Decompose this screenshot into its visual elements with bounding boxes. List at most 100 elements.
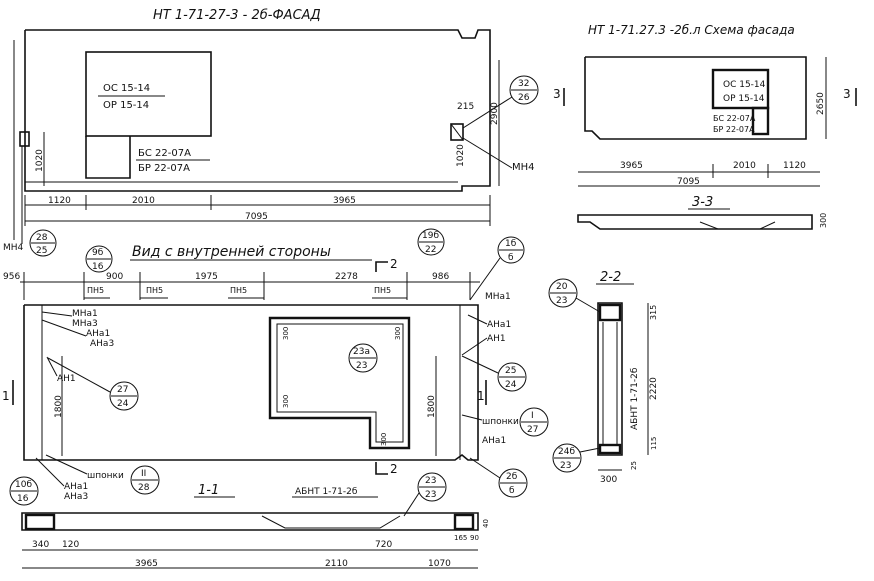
- facade-bubble-2-bot: 26: [518, 93, 530, 103]
- inner-dim-2278: 2278: [335, 272, 358, 282]
- inner-pn5-3: ПН5: [230, 286, 247, 295]
- section-11-dim-2110: 2110: [325, 559, 348, 569]
- schema-section-33-shape: [577, 214, 813, 230]
- bubble-10b-top: 10б: [15, 480, 32, 490]
- section-22-dim-300: 300: [600, 475, 617, 485]
- schema-cut-left: 3: [553, 87, 561, 101]
- facade-mn4-right-leader: [462, 137, 513, 169]
- inner-dim-1800-right: 1800: [427, 395, 437, 418]
- section-22-dim-315: 315: [649, 305, 658, 320]
- facade-plate-right: [450, 123, 464, 141]
- schema-section-33-title: 3-3: [692, 195, 713, 210]
- bubble-19b: [417, 228, 445, 256]
- facade-plate-left: [19, 131, 30, 147]
- inner-label-ana3-tl: АНа3: [90, 339, 114, 349]
- facade-door-label-bot: БР 22-07А: [138, 163, 190, 174]
- inner-cut-2-bot-mark: [375, 462, 388, 475]
- schema-window: [711, 68, 770, 110]
- bubble-20-bot: 23: [556, 296, 567, 306]
- facade-bubble-1-bot: 25: [36, 246, 47, 256]
- bubble-II-bot: 28: [138, 483, 150, 493]
- inner-label-an1-r: АН1: [487, 334, 506, 344]
- inner-label-an1-left: АН1: [57, 374, 76, 384]
- bubble-24b-top: 24б: [558, 447, 575, 457]
- inner-pn5-1: ПН5: [87, 286, 104, 295]
- bubble-9b-bot: 16: [92, 262, 104, 272]
- bubble-27: [109, 381, 139, 411]
- facade-window-label-top: ОС 15-14: [103, 83, 150, 94]
- facade-bubble-2-top: 32: [518, 79, 529, 89]
- facade-dim-1020-right: 1020: [456, 144, 466, 167]
- inner-pn5-4: ПН5: [374, 286, 391, 295]
- bubble-20: [548, 278, 578, 308]
- section-11-end-right: [453, 513, 475, 531]
- inner-leader: [461, 337, 488, 356]
- section-11-dim-120: 120: [62, 540, 79, 550]
- schema-window-bot: ОР 15-14: [723, 94, 765, 104]
- bubble-25-bot: 24: [505, 380, 517, 390]
- facade-dim-2900: 2900: [490, 102, 500, 125]
- facade-bubble-1: [29, 229, 57, 257]
- inner-panel-outline: [23, 304, 479, 461]
- schema-dim-300: 300: [819, 213, 828, 228]
- facade-mn4-left: МН4: [3, 243, 24, 253]
- inner-leader: [41, 311, 73, 317]
- facade-dim-1120: 1120: [48, 196, 71, 206]
- schema-dim-2010: 2010: [733, 161, 756, 171]
- inner-cut-2-top: 2: [390, 257, 398, 271]
- inner-label-ana1-r1: АНа1: [487, 320, 511, 330]
- inner-dim-300-b: 300: [282, 395, 290, 408]
- section-1-1: 1-1 АБНТ 1-71-2б 340 120 720 165 90 40 3…: [21, 483, 490, 569]
- inner-cut-1-left: 1: [2, 389, 10, 403]
- bubble-II-top: II: [141, 469, 146, 479]
- section-11-dim-40: 40: [482, 519, 490, 528]
- inner-dim-956: 956: [3, 272, 20, 282]
- bubble-23-23-top: 23: [425, 476, 436, 486]
- section-22-label: АБНТ 1-71-2б: [630, 367, 640, 430]
- bubble-leader: [47, 357, 111, 393]
- bubble-9b: [85, 245, 113, 273]
- bubble-10b-bot: 16: [17, 494, 29, 504]
- bubble-2b: [498, 468, 528, 498]
- inner-opening-outer: [268, 316, 411, 450]
- inner-cut-2-bot: 2: [390, 462, 398, 476]
- bubble-27-top: 27: [117, 385, 128, 395]
- facade-bubble-2-leader: [462, 96, 513, 129]
- inner-leader: [467, 314, 488, 325]
- schema-panel-outline: [584, 56, 807, 140]
- bubble-I-top: I: [531, 411, 534, 421]
- facade-dim-2010: 2010: [132, 196, 155, 206]
- schema-dim-3965: 3965: [620, 161, 643, 171]
- section-22-dim-2220: 2220: [649, 377, 659, 400]
- facade-dim-1020-left: 1020: [35, 149, 45, 172]
- bubble-1b-bot: б: [508, 253, 514, 263]
- inner-dim-300-c: 300: [394, 327, 402, 340]
- bubble-19b-bot: 22: [425, 245, 436, 255]
- facade-plate-right-cross: [450, 123, 464, 141]
- facade-dim-215: 215: [457, 102, 474, 112]
- inner-cut-2-top-mark: [375, 261, 388, 272]
- facade-bubble-1-top: 28: [36, 233, 48, 243]
- facade-dim-3965: 3965: [333, 196, 356, 206]
- inner-dim-300-a: 300: [282, 327, 290, 340]
- section-11-title: 1-1: [198, 483, 219, 498]
- inner-label-ana1-bl: АНа1: [64, 482, 88, 492]
- inner-leader: [45, 454, 88, 475]
- inner-leader: [46, 356, 58, 377]
- section-11-dim-720: 720: [375, 540, 392, 550]
- inner-leader: [461, 414, 483, 421]
- bubble-leader: [469, 257, 501, 301]
- schema-cut-right: 3: [843, 87, 851, 101]
- facade-title: НТ 1-71-27-3 - 2б-ФАСАД: [153, 8, 321, 23]
- inner-dim-1975: 1975: [195, 272, 218, 282]
- section-11-dim-1070: 1070: [428, 559, 451, 569]
- bubble-2b-bot: б: [509, 486, 515, 496]
- bubble-24b: [552, 443, 582, 473]
- inner-opening-inner: [276, 323, 404, 443]
- section-11-opening: [261, 515, 401, 529]
- inner-label-mna1-tl: МНа1: [72, 309, 98, 319]
- section-11-outline: [21, 512, 479, 531]
- bubble-leader: [461, 355, 499, 374]
- facade-view: НТ 1-71-27-3 - 2б-ФАСАД ОС 15-14 ОР 15-1…: [3, 8, 539, 257]
